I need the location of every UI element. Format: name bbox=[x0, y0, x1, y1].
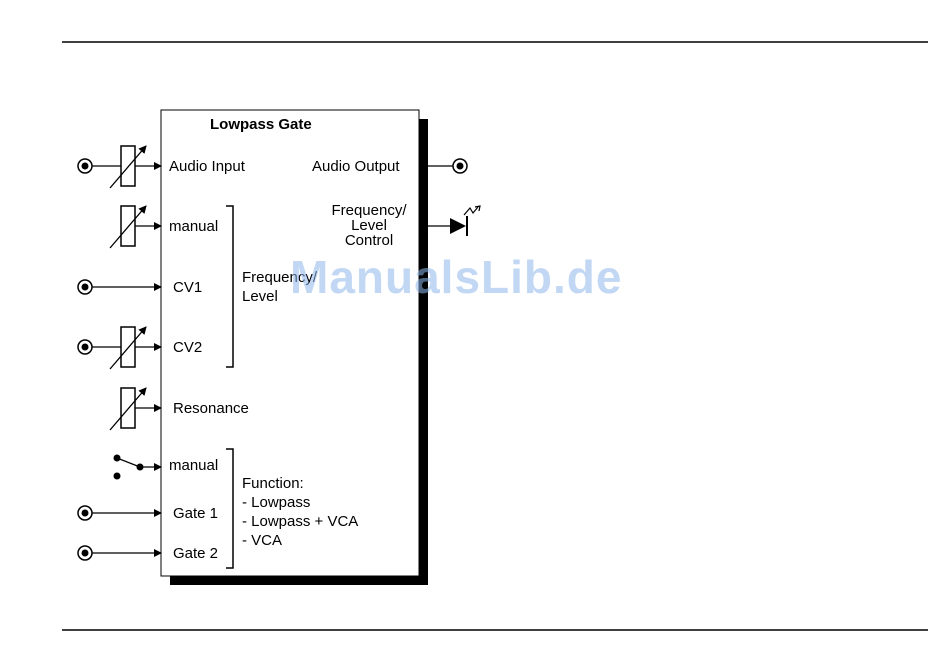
cv2-jack-icon[interactable] bbox=[78, 340, 92, 354]
function-group-title: Function: bbox=[242, 475, 304, 492]
gate2-label: Gate 2 bbox=[173, 545, 218, 562]
function-switch-icon[interactable] bbox=[114, 455, 144, 480]
cv2-label: CV2 bbox=[173, 339, 202, 356]
module-title: Lowpass Gate bbox=[210, 116, 312, 133]
gate1-label: Gate 1 bbox=[173, 505, 218, 522]
audio-output-jack-icon[interactable] bbox=[453, 159, 467, 173]
function-option-lowpass: - Lowpass bbox=[242, 494, 310, 511]
frequency-control-label-line3: Control bbox=[322, 232, 416, 249]
resonance-pot-icon[interactable] bbox=[110, 388, 146, 430]
gate2-jack-icon[interactable] bbox=[78, 546, 92, 560]
watermark-text: ManualsLib.de bbox=[290, 250, 622, 304]
function-option-lowpass-vca: - Lowpass + VCA bbox=[242, 513, 358, 530]
cv1-label: CV1 bbox=[173, 279, 202, 296]
manual-frequency-pot-icon[interactable] bbox=[110, 206, 146, 248]
control-led-icon bbox=[450, 206, 480, 236]
audio-input-label: Audio Input bbox=[169, 158, 245, 175]
audio-input-pot-icon[interactable] bbox=[110, 146, 146, 188]
frequency-level-group-label-line2: Level bbox=[242, 288, 278, 305]
cv1-jack-icon[interactable] bbox=[78, 280, 92, 294]
function-option-vca: - VCA bbox=[242, 532, 282, 549]
manual-frequency-label: manual bbox=[169, 218, 218, 235]
audio-input-jack-icon[interactable] bbox=[78, 159, 92, 173]
audio-output-label: Audio Output bbox=[312, 158, 400, 175]
manual-function-label: manual bbox=[169, 457, 218, 474]
cv2-attenuator-pot-icon[interactable] bbox=[110, 327, 146, 369]
gate1-jack-icon[interactable] bbox=[78, 506, 92, 520]
resonance-label: Resonance bbox=[173, 400, 249, 417]
